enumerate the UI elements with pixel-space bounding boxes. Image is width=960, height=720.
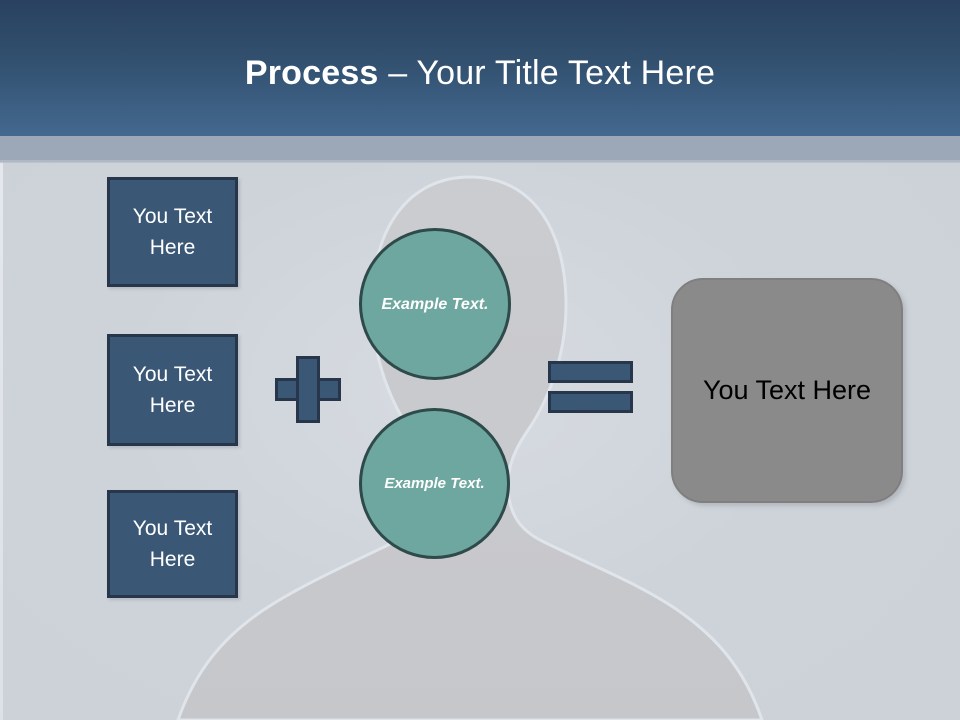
example-circle-2-label: Example Text.	[384, 474, 485, 492]
input-box-2-label: You Text Here	[132, 363, 213, 417]
plus-icon	[275, 356, 341, 423]
page-title: Process – Your Title Text Here	[0, 52, 960, 94]
equals-icon-bottom-bar	[548, 391, 633, 413]
result-box-label: You Text Here	[702, 375, 872, 405]
page-title-strong: Process	[244, 54, 379, 92]
equals-icon	[548, 361, 633, 413]
result-box[interactable]: You Text Here	[671, 278, 903, 503]
example-circle-1[interactable]: Example Text.	[359, 228, 511, 380]
page-title-rest: – Your Title Text Here	[378, 54, 716, 92]
input-box-1[interactable]: You Text Here	[107, 177, 238, 287]
input-box-1-label: You Text Here	[132, 205, 213, 259]
plus-icon-center-fill	[299, 381, 317, 398]
header-accent-bar	[0, 136, 960, 162]
equals-icon-top-bar	[548, 361, 633, 383]
input-box-3[interactable]: You Text Here	[107, 490, 238, 598]
input-box-2[interactable]: You Text Here	[107, 334, 238, 446]
background-left-strip	[0, 137, 3, 720]
input-box-3-label: You Text Here	[132, 517, 213, 571]
example-circle-2[interactable]: Example Text.	[359, 408, 510, 559]
header-accent-bar-edge	[0, 160, 960, 163]
slide-header	[0, 0, 960, 136]
example-circle-1-label: Example Text.	[381, 295, 489, 313]
